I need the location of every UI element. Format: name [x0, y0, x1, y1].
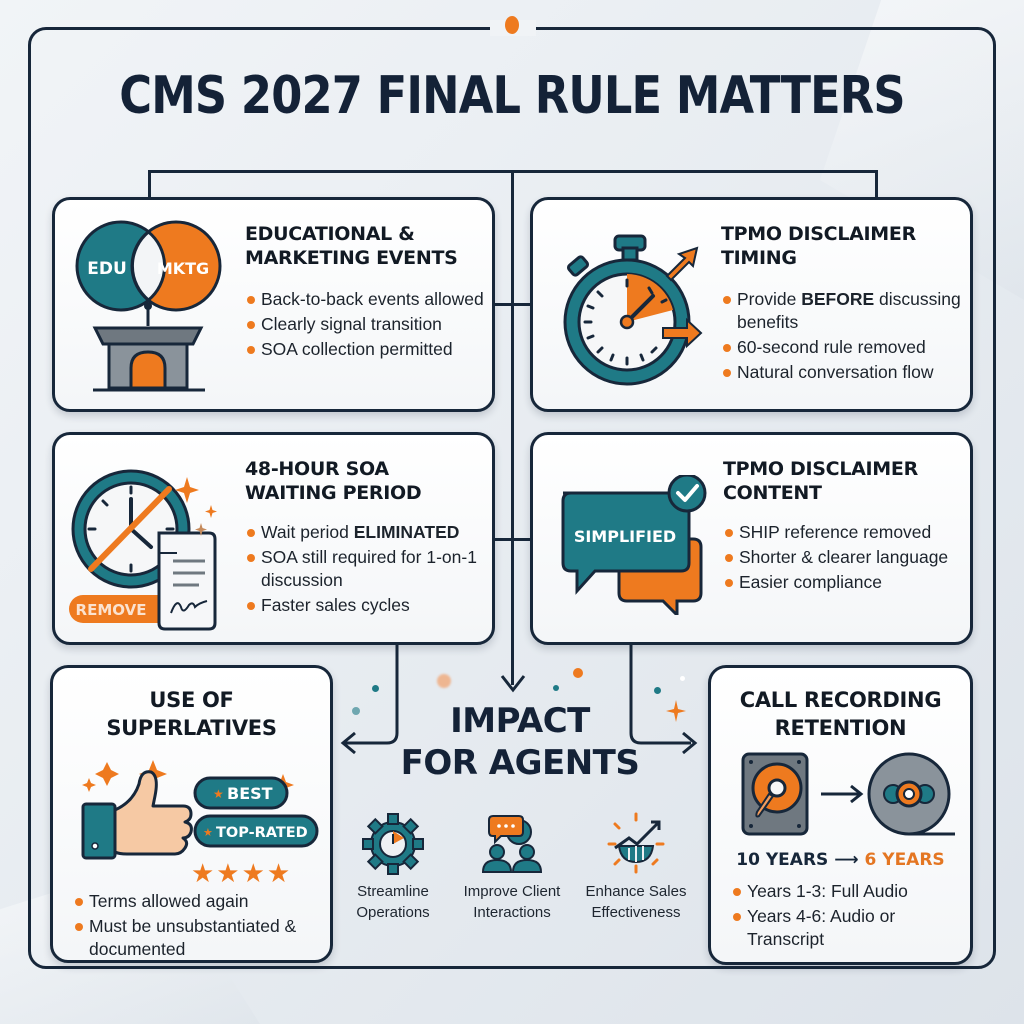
- card-educational-marketing-events: EDU MKTG EDUCATIONAL &MARKETING EVENTS B…: [52, 197, 495, 412]
- bullet-item: SHIP reference removed: [723, 521, 968, 544]
- bullet-item: Wait period ELIMINATED: [245, 521, 490, 544]
- connector-row1-horizontal: [494, 303, 532, 306]
- retention-change: 10 YEARS ⟶ 6 YEARS: [736, 850, 945, 870]
- bullet-item: Easier compliance: [723, 571, 968, 594]
- impact-label: Operations: [356, 904, 430, 921]
- connector-right-branch: [629, 645, 698, 755]
- decor-dot: [352, 707, 360, 715]
- people-chat-icon: [481, 815, 543, 873]
- connector-left-branch: [340, 645, 399, 755]
- svg-text:TOP-RATED: TOP-RATED: [216, 825, 308, 841]
- connector-top-left-drop: [148, 170, 151, 198]
- decor-dot: [654, 687, 661, 694]
- bullet-list: Wait period ELIMINATED SOA still require…: [245, 521, 490, 619]
- page-title: CMS 2027 FINAL RULE MATTERS: [119, 66, 905, 126]
- impact-label: Effectiveness: [591, 904, 681, 921]
- bullet-item: Natural conversation flow: [721, 361, 971, 384]
- bullet-item: SOA still required for 1-on-1 discussion: [245, 546, 490, 592]
- svg-text:★: ★: [203, 826, 213, 839]
- connector-center-arrowhead: [500, 675, 526, 693]
- svg-text:SIMPLIFIED: SIMPLIFIED: [574, 527, 676, 546]
- rating-stars: ★★★★: [191, 858, 293, 888]
- bullet-item: Terms allowed again: [73, 890, 333, 913]
- impact-label: Improve Client: [463, 883, 561, 900]
- decor-dot: [553, 685, 559, 691]
- impact-item-sales: Enhance Sales Effectiveness: [576, 810, 696, 923]
- impact-label: Interactions: [473, 904, 551, 921]
- bullet-item: Must be unsubstantiated & documented: [73, 915, 333, 961]
- impact-label: Enhance Sales: [585, 883, 687, 900]
- connector-center-vertical: [511, 170, 514, 685]
- speech-bubbles-check-icon: SIMPLIFIED: [555, 473, 715, 619]
- bullet-item: Back-to-back events allowed: [245, 288, 485, 311]
- bullet-item: Faster sales cycles: [245, 594, 490, 617]
- connector-row2-horizontal: [494, 538, 532, 541]
- stopwatch-icon: [555, 230, 705, 390]
- bullet-list: Provide BEFORE discussing benefits 60-se…: [721, 288, 971, 386]
- connector-top-right-drop: [875, 170, 878, 198]
- svg-text:MKTG: MKTG: [157, 259, 209, 278]
- decor-dot: [372, 685, 379, 692]
- bullet-item: Years 1-3: Full Audio: [731, 880, 966, 903]
- bullet-item: SOA collection permitted: [245, 338, 485, 361]
- bullet-list: Years 1-3: Full Audio Years 4-6: Audio o…: [731, 880, 966, 953]
- gear-clock-icon: [362, 813, 424, 875]
- hard-drive-to-disc-icon: [741, 752, 961, 842]
- bullet-item: 60-second rule removed: [721, 336, 971, 359]
- impact-item-streamline: Streamline Operations: [333, 810, 453, 923]
- bullet-list: Back-to-back events allowed Clearly sign…: [245, 288, 485, 363]
- sparkle-icon: [666, 700, 686, 722]
- svg-text:EDU: EDU: [87, 259, 127, 279]
- decor-dot: [573, 668, 583, 678]
- bullet-item: Shorter & clearer language: [723, 546, 968, 569]
- decor-dot: [680, 676, 685, 681]
- svg-text:REMOVE: REMOVE: [76, 601, 147, 619]
- bullet-list: Terms allowed again Must be unsubstantia…: [73, 890, 333, 963]
- top-accent-dot: [505, 16, 519, 34]
- crossed-clock-document-icon: REMOVE: [69, 457, 239, 632]
- impact-label: Streamline: [357, 883, 429, 900]
- svg-text:★: ★: [213, 787, 224, 801]
- svg-text:BEST: BEST: [227, 784, 273, 803]
- thumbs-up-icon: ★ BEST ★ TOP-RATED: [79, 756, 319, 866]
- bullet-item: Years 4-6: Audio or Transcript: [731, 905, 966, 951]
- venn-podium-icon: EDU MKTG: [73, 218, 223, 398]
- bullet-item: Provide BEFORE discussing benefits: [721, 288, 971, 334]
- decor-dot: [437, 674, 451, 688]
- impact-item-client: Improve Client Interactions: [452, 810, 572, 923]
- card-title: EDUCATIONAL &MARKETING EVENTS: [245, 223, 458, 269]
- growth-chart-icon: [607, 812, 665, 874]
- bullet-list: SHIP reference removed Shorter & clearer…: [723, 521, 968, 596]
- bullet-item: Clearly signal transition: [245, 313, 485, 336]
